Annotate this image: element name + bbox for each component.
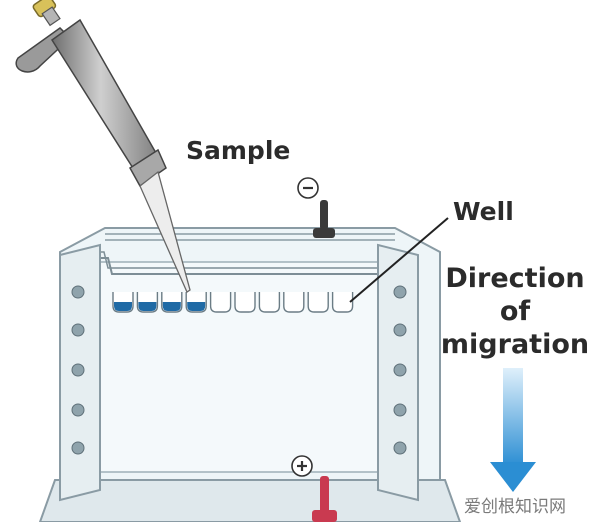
well-label: Well bbox=[453, 197, 514, 226]
screw bbox=[71, 441, 85, 455]
negative-electrode bbox=[297, 177, 335, 238]
left-frame bbox=[59, 243, 101, 502]
well-empty bbox=[258, 292, 281, 313]
screw bbox=[393, 285, 407, 299]
sample-in-well bbox=[162, 302, 181, 311]
screw bbox=[393, 363, 407, 377]
well-pointer-line bbox=[349, 217, 449, 303]
sample-label: Sample bbox=[186, 136, 291, 165]
screw bbox=[393, 403, 407, 417]
wells-row bbox=[112, 292, 354, 313]
sample-in-well bbox=[114, 302, 132, 311]
well-empty bbox=[283, 292, 305, 313]
sample-in-well bbox=[138, 302, 157, 311]
well-empty bbox=[209, 292, 232, 313]
direction-line-3: migration bbox=[440, 329, 590, 360]
well-empty bbox=[307, 292, 329, 313]
sample-in-well bbox=[187, 302, 206, 311]
screw bbox=[393, 323, 407, 337]
direction-line-2: of bbox=[499, 296, 531, 327]
screw bbox=[71, 363, 85, 377]
right-frame bbox=[377, 243, 419, 502]
well-empty bbox=[234, 292, 256, 313]
migration-arrow bbox=[490, 368, 536, 492]
direction-line-1: Direction bbox=[445, 263, 585, 294]
screw bbox=[71, 403, 85, 417]
pipette bbox=[15, 0, 191, 293]
screw bbox=[71, 285, 85, 299]
watermark: 爱创根知识网 bbox=[464, 497, 566, 517]
well-empty bbox=[331, 292, 354, 313]
positive-electrode bbox=[291, 455, 337, 522]
direction-of-migration-label: Direction of migration bbox=[430, 262, 600, 361]
screw bbox=[71, 323, 85, 337]
screw bbox=[393, 441, 407, 455]
